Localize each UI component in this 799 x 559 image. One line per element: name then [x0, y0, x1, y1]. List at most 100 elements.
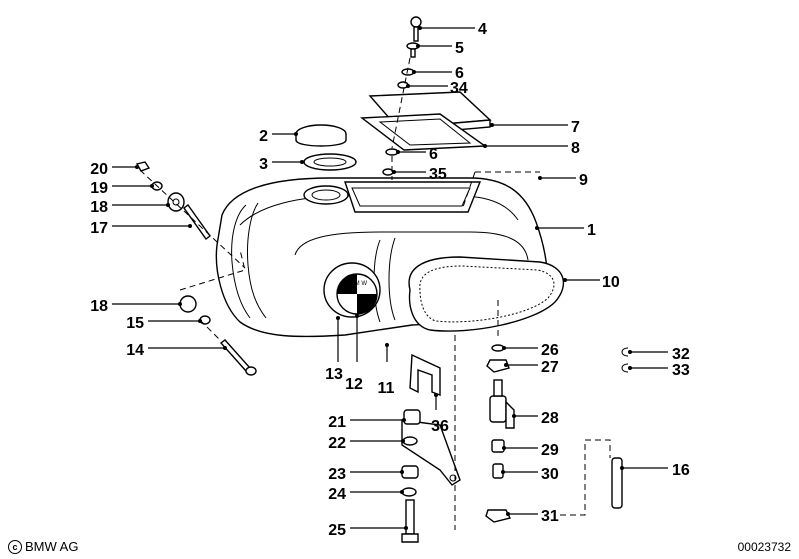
part-label-l22: 22	[328, 435, 346, 452]
washer-22	[402, 436, 418, 446]
part-label-l1: 1	[587, 222, 596, 239]
leader-dot-l34	[406, 84, 410, 88]
leader-dot-l23	[400, 470, 404, 474]
tap-nut-27	[486, 359, 510, 373]
top-screw	[410, 16, 422, 42]
part-label-l20: 20	[90, 161, 108, 178]
leader-dot-l26	[502, 346, 506, 350]
leader-dot-l18a	[166, 203, 170, 207]
leader-dot-l1	[535, 226, 539, 230]
leader-dot-l2	[294, 132, 298, 136]
part-label-l28: 28	[541, 410, 559, 427]
part-label-l18a: 18	[90, 199, 108, 216]
part-label-l34: 34	[450, 80, 468, 97]
part-label-l32: 32	[672, 346, 690, 363]
part-label-l25: 25	[328, 522, 346, 539]
part-label-l8: 8	[571, 140, 580, 157]
copyright-text: BMW AG	[25, 539, 79, 554]
left-stud-17	[183, 204, 211, 240]
fuel-tap-28	[489, 379, 515, 429]
part-label-l31: 31	[541, 508, 559, 525]
copyright-notice: c BMW AG	[8, 539, 78, 554]
leader-dot-l20	[135, 165, 139, 169]
leader-dot-l8	[483, 144, 487, 148]
leader-dot-l31	[506, 512, 510, 516]
leader-dot-l19	[150, 184, 154, 188]
leader-dot-l30	[501, 470, 505, 474]
leader-dot-l6b	[396, 150, 400, 154]
rubber-21	[403, 409, 421, 425]
bolt-25	[401, 499, 419, 543]
part-label-l36: 36	[431, 418, 449, 435]
left-rubber-18a	[167, 192, 185, 212]
leader-dot-l5	[416, 44, 420, 48]
part-label-l27: 27	[541, 359, 559, 376]
leader-dot-l11	[385, 343, 389, 347]
part-label-l29: 29	[541, 442, 559, 459]
leader-dot-l16	[620, 466, 624, 470]
left-bolt-14	[219, 339, 257, 376]
leader-dot-l3	[300, 160, 304, 164]
part-label-l4: 4	[478, 21, 487, 38]
leader-dot-l6a	[412, 70, 416, 74]
leader-dot-l24	[400, 490, 404, 494]
fuel-tank: B M W	[215, 177, 549, 338]
clip-32	[621, 347, 629, 357]
leader-dot-l22	[401, 439, 405, 443]
part-label-l14: 14	[126, 342, 144, 359]
leader-dot-l25	[404, 526, 408, 530]
part-label-l21: 21	[328, 414, 346, 431]
tap-part-29	[491, 439, 505, 453]
leader-dot-l36	[434, 393, 438, 397]
part-label-l9: 9	[579, 172, 588, 189]
rubber-23	[401, 465, 419, 479]
part-label-l19: 19	[90, 180, 108, 197]
part-label-l6b: 6	[429, 146, 438, 163]
part-label-l2: 2	[259, 128, 268, 145]
leader-dot-l35	[392, 170, 396, 174]
leader-dot-l7	[490, 123, 494, 127]
part-label-l30: 30	[541, 466, 559, 483]
leader-dot-l15	[198, 319, 202, 323]
leader-dot-l28	[512, 414, 516, 418]
hose-16	[611, 457, 623, 509]
part-label-l17: 17	[90, 220, 108, 237]
bracket-36	[409, 353, 441, 397]
tap-nut-31	[485, 509, 512, 523]
part-label-l12: 12	[345, 376, 363, 393]
filler-cap	[295, 124, 347, 147]
part-label-l16: 16	[672, 462, 690, 479]
mount-plate	[401, 419, 461, 486]
leader-dot-l29	[502, 446, 506, 450]
leader-dot-l33	[628, 366, 632, 370]
leader-dot-l17	[188, 224, 192, 228]
part-label-l23: 23	[328, 466, 346, 483]
left-rubber-18b	[179, 295, 197, 313]
left-nut-20	[135, 161, 151, 172]
clip-33	[621, 363, 629, 373]
leader-dot-l18b	[178, 302, 182, 306]
part-label-l10: 10	[602, 274, 620, 291]
leader-dot-l9	[538, 176, 542, 180]
knee-pad	[408, 256, 565, 332]
part-label-l3: 3	[259, 156, 268, 173]
part-label-l18b: 18	[90, 298, 108, 315]
leader-dot-l27	[504, 363, 508, 367]
leader-dot-l14	[223, 346, 227, 350]
leader-dot-l12	[355, 314, 359, 318]
leader-dot-l21	[402, 418, 406, 422]
part-label-l33: 33	[672, 362, 690, 379]
part-label-l15: 15	[126, 315, 144, 332]
document-number: 00023732	[737, 540, 791, 554]
leader-dot-l32	[628, 350, 632, 354]
leader-dot-l4	[418, 26, 422, 30]
part-label-l6a: 6	[455, 65, 464, 82]
part-label-l7: 7	[571, 119, 580, 136]
washer-24	[401, 487, 417, 497]
filler-seal	[303, 153, 357, 171]
part-label-l13: 13	[325, 366, 343, 383]
leader-dot-l10	[563, 278, 567, 282]
copyright-symbol: c	[8, 539, 22, 554]
